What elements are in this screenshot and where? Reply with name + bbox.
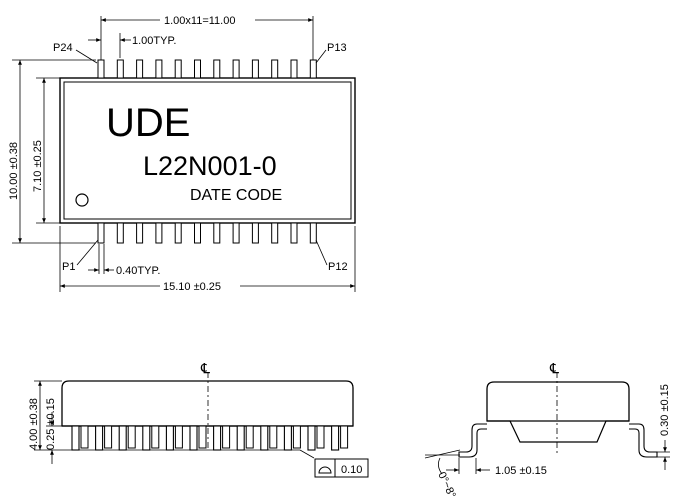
right-gullwing-lead <box>629 423 658 458</box>
front-lead-back <box>174 425 183 449</box>
side-centerline-symbol: ℄ <box>549 360 559 376</box>
front-lead <box>307 425 316 451</box>
bottom-pin <box>155 222 163 244</box>
top-pin <box>174 59 182 79</box>
front-lead-back <box>340 425 349 449</box>
front-lead <box>236 425 245 451</box>
standoff-dimension: 0.25 ±0.15 <box>45 398 57 450</box>
coplanarity-icon <box>318 466 332 474</box>
front-lead <box>189 425 198 451</box>
front-view: ℄ 4.00 ±0.38 0.25 ±0.15 0.10 <box>28 360 369 478</box>
date-code-marking: DATE CODE <box>190 187 282 204</box>
top-pin <box>213 59 221 79</box>
front-lead-back <box>292 425 301 449</box>
front-lead-back <box>104 425 113 449</box>
foot-angle-dimension: 0°~8° <box>435 470 457 500</box>
pin-label-p12: P12 <box>328 261 348 273</box>
bottom-pin <box>213 222 221 244</box>
front-lead-back <box>198 425 207 449</box>
front-lead-back <box>127 425 136 449</box>
front-lead-back <box>222 425 231 449</box>
front-lead <box>213 425 222 451</box>
front-lead-back <box>269 425 278 449</box>
front-lead-back <box>316 425 325 449</box>
bottom-pin <box>136 222 144 244</box>
bottom-pin <box>174 222 182 244</box>
front-lead-row <box>71 425 349 451</box>
lead-thickness-dimension: 0.30 ±0.15 <box>659 384 671 436</box>
height-dimension: 4.00 ±0.38 <box>28 398 40 450</box>
brand-marking: UDE <box>106 101 190 145</box>
body-length-dimension: 15.10 ±0.25 <box>163 281 221 293</box>
side-view: ℄ 0.30 ±0.15 1.05 ±0.15 0°~8° <box>424 360 671 500</box>
front-lead <box>165 425 174 451</box>
front-lead <box>118 425 127 451</box>
bottom-pin-row <box>97 222 317 244</box>
top-pin <box>136 59 144 79</box>
front-lead <box>71 425 80 451</box>
top-view: UDE L22N001-0 DATE CODE 1.00x11=11.00 1.… <box>8 15 356 293</box>
top-pin <box>194 59 201 79</box>
package-body <box>59 77 356 224</box>
foot-length-dimension: 1.05 ±0.15 <box>495 465 547 477</box>
left-gullwing-lead <box>458 423 487 458</box>
pitch-total-dimension: 1.00x11=11.00 <box>164 15 235 27</box>
front-lead-back <box>245 425 254 449</box>
top-pin <box>309 59 317 79</box>
top-pin <box>116 59 124 79</box>
pitch-typ-dimension: 1.00TYP. <box>132 35 176 47</box>
side-body <box>486 381 630 422</box>
bottom-pin <box>116 222 124 244</box>
overall-width-dimension: 10.00 ±0.38 <box>8 142 20 200</box>
top-pin <box>97 59 105 79</box>
top-pin-row <box>97 59 317 79</box>
front-centerline-symbol: ℄ <box>200 360 210 376</box>
coplanarity-value: 0.10 <box>341 464 362 476</box>
front-lead <box>283 425 292 451</box>
top-pin <box>251 59 259 79</box>
top-pin <box>290 59 298 79</box>
body-width-dimension: 7.10 ±0.25 <box>32 140 44 192</box>
pin-label-p24: P24 <box>53 42 73 54</box>
pin-label-p1: P1 <box>62 261 75 273</box>
front-lead <box>142 425 151 451</box>
top-pin <box>155 59 163 79</box>
front-body <box>61 380 354 427</box>
bottom-pin <box>290 222 298 244</box>
front-lead <box>95 425 104 451</box>
top-pin <box>232 59 240 79</box>
bottom-pin <box>97 222 105 244</box>
front-lead-back <box>80 425 89 449</box>
bottom-pin <box>251 222 259 244</box>
bottom-pin <box>194 222 201 244</box>
pin1-indicator <box>75 193 89 207</box>
front-lead <box>331 425 340 451</box>
pin-label-p13: P13 <box>327 42 347 54</box>
package-body-inner <box>63 81 352 220</box>
front-lead-back <box>151 425 160 449</box>
front-lead <box>260 425 269 451</box>
part-number-marking: L22N001-0 <box>143 151 277 181</box>
pin-width-dimension: 0.40TYP. <box>116 265 160 277</box>
coplanarity-frame <box>314 458 369 478</box>
top-pin <box>271 59 279 79</box>
bottom-pin <box>232 222 240 244</box>
bottom-pin <box>309 222 317 244</box>
bottom-pin <box>271 222 279 244</box>
